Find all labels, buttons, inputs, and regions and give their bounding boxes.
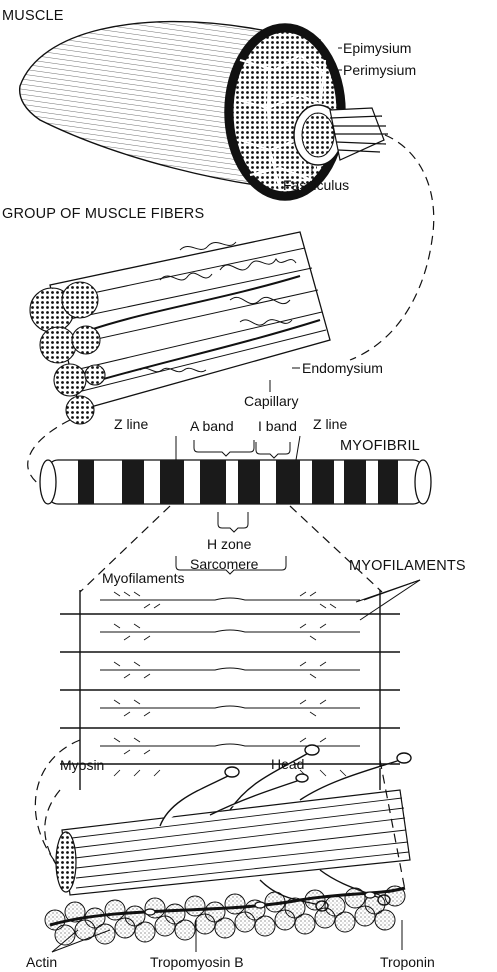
label-a-band: A band — [190, 418, 234, 434]
heading-group: GROUP OF MUSCLE FIBERS — [2, 206, 204, 222]
label-head: Head — [271, 756, 304, 772]
label-capillary: Capillary — [244, 393, 298, 409]
label-troponin: Troponin — [380, 954, 435, 970]
label-z-line-right: Z line — [313, 416, 347, 432]
whole-muscle — [20, 22, 388, 200]
actin-thin-filament — [45, 886, 405, 952]
label-z-line-left: Z line — [114, 416, 148, 432]
label-myosin: Myosin — [60, 757, 104, 773]
label-endomysium: Endomysium — [302, 360, 383, 376]
label-fasciculus: Fasciculus — [283, 177, 349, 193]
label-perimysium: Perimysium — [343, 62, 416, 78]
label-i-band: I band — [258, 418, 297, 434]
connector-dashed — [350, 135, 434, 360]
heading-muscle: MUSCLE — [2, 8, 64, 24]
label-h-zone: H zone — [207, 536, 251, 552]
label-epimysium: Epimysium — [343, 40, 411, 56]
label-myofilaments: Myofilaments — [102, 570, 184, 586]
heading-myofibril: MYOFIBRIL — [340, 438, 420, 454]
sarcomere-diagram — [60, 580, 420, 790]
heading-myofilaments: MYOFILAMENTS — [349, 558, 466, 574]
label-actin: Actin — [26, 954, 57, 970]
label-tropomyosin: Tropomyosin B — [150, 954, 244, 970]
label-sarcomere: Sarcomere — [190, 556, 258, 572]
myosin-thick-filament — [56, 745, 411, 911]
